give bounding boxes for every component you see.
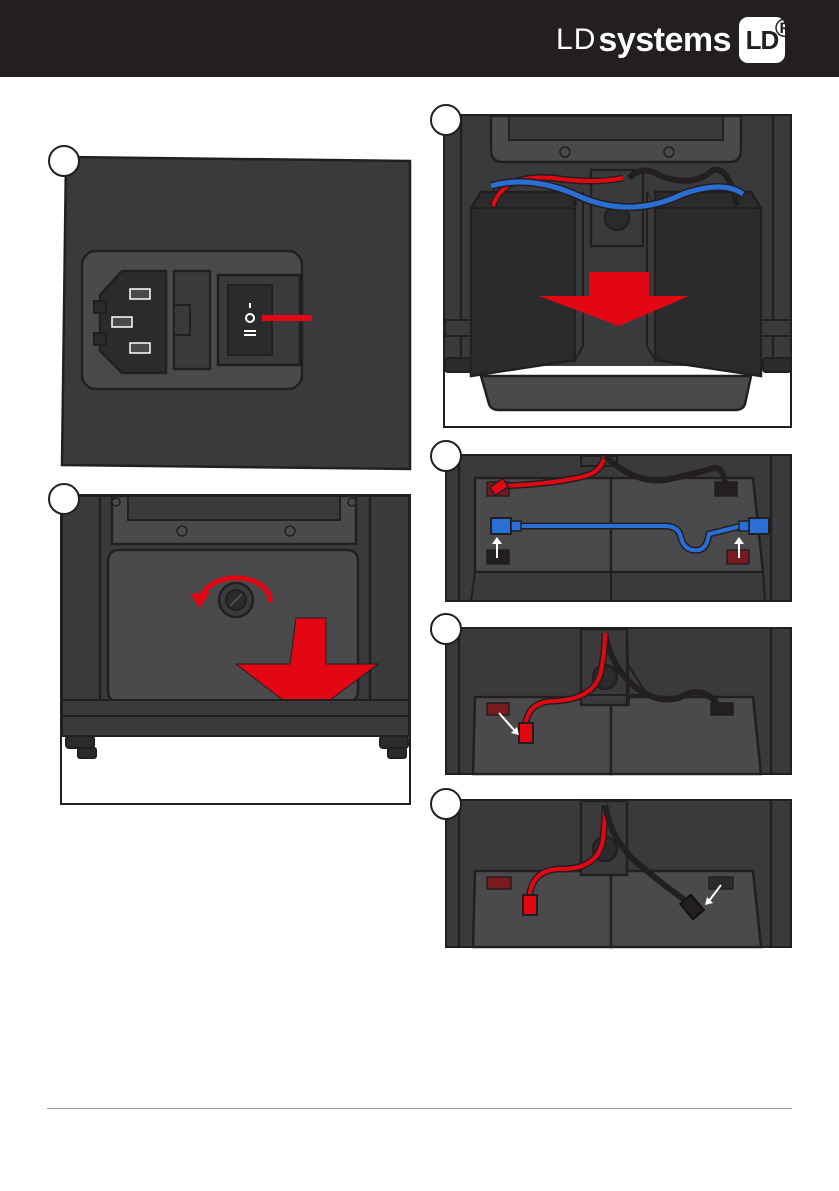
step-4-number-circle bbox=[430, 440, 462, 472]
step-6-illustration bbox=[445, 799, 793, 949]
step-3-number-circle bbox=[430, 104, 462, 136]
logo-name: systems bbox=[598, 21, 731, 60]
step-6-number-circle bbox=[430, 788, 462, 820]
header-bar: LD systems LD ® bbox=[0, 0, 839, 77]
step-1-illustration bbox=[60, 155, 412, 471]
step-5-illustration bbox=[445, 627, 793, 776]
power-switch-off-icon bbox=[60, 155, 412, 471]
logo-prefix: LD bbox=[556, 23, 596, 57]
disconnect-red-cable-icon bbox=[445, 627, 793, 776]
unscrew-cover-icon bbox=[60, 494, 412, 806]
footer-divider bbox=[47, 1108, 792, 1109]
step-4-illustration bbox=[445, 454, 793, 603]
step-3-illustration bbox=[443, 114, 793, 429]
step-1-number-circle bbox=[48, 145, 80, 177]
step-2-illustration bbox=[60, 494, 412, 806]
disconnect-blue-cable-icon bbox=[445, 454, 793, 603]
logo-badge: LD ® bbox=[739, 17, 785, 63]
step-5-number-circle bbox=[430, 613, 462, 645]
step-2-number-circle bbox=[48, 483, 80, 515]
pull-battery-icon bbox=[443, 114, 793, 429]
logo-registered-mark: ® bbox=[775, 13, 793, 44]
ld-systems-logo: LD systems LD ® bbox=[556, 17, 785, 63]
disconnect-black-cable-icon bbox=[445, 799, 793, 949]
logo-badge-text: LD bbox=[746, 25, 779, 56]
